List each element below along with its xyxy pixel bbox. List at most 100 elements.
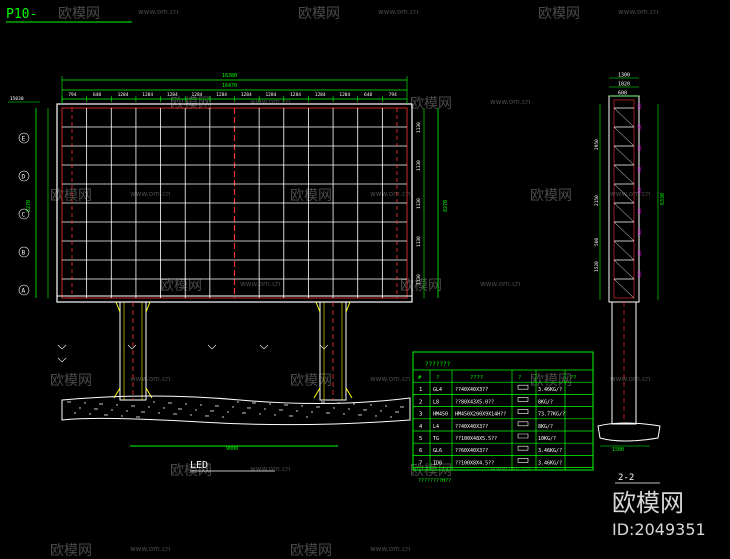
table-cell-profile-icon (517, 445, 529, 451)
hatch-dot (131, 405, 133, 407)
section-inner-frame (613, 99, 635, 299)
hatch-dot (106, 414, 108, 416)
module-width-label: 1284 (315, 92, 326, 98)
hatch-dot (333, 407, 335, 409)
table-cell-no: 3 (419, 412, 422, 418)
hatch-dot (264, 408, 266, 410)
row-letter: A (22, 288, 26, 295)
section-diagonal-member (613, 278, 635, 299)
id-watermark: ID:2049351 (612, 520, 706, 539)
section-member-tag: (4) (637, 250, 642, 257)
left-height-label: 8270 (26, 200, 32, 212)
hatch-dot (173, 413, 175, 415)
module-width-label: 1284 (290, 92, 301, 98)
module-width-label: 1284 (265, 92, 276, 98)
hatch-dot (321, 401, 323, 403)
hatch-dot (311, 411, 313, 413)
section-left-dim-label: 2950 (594, 139, 600, 150)
module-width-label: 1284 (167, 92, 178, 98)
table-cell-code: GL6 (433, 448, 442, 454)
hatch-dot (284, 404, 286, 406)
hatch-dot (94, 408, 96, 410)
section-footing (597, 422, 661, 442)
hatch-dot (370, 404, 372, 406)
hatch-dot (326, 412, 328, 414)
watermark-brand: 欧模网 (410, 463, 452, 479)
hatch-dot (170, 402, 172, 404)
watermark-url: www.om.cn (250, 465, 290, 473)
table-cell-spec: ??100X48X5.5?? (455, 436, 497, 442)
table-cell-code: L8 (433, 399, 439, 405)
hatch-dot (116, 404, 118, 406)
section-member-tag: (4) (637, 124, 642, 131)
table-cell-weight: 8KG/? (538, 399, 553, 405)
hatch-dot (296, 410, 298, 412)
hatch-dot (247, 407, 249, 409)
watermark-brand: 欧模网 (530, 373, 572, 389)
column-top-bracket (115, 301, 151, 313)
hatch-dot (217, 405, 219, 407)
hatch-dot (252, 402, 254, 404)
table-header-cell: ? (436, 375, 439, 381)
row-bubble (18, 132, 30, 144)
hatch-dot (318, 406, 320, 408)
table-cell-spec: ??100X8X4.5?? (455, 460, 494, 466)
main-caption: LED (190, 460, 208, 471)
side-section: (4)(4)(4)(4)(4)(4)(4)(4)(4) 130010206002… (594, 73, 666, 484)
right-height-label: 8270 (443, 200, 449, 212)
hatch-dot (89, 413, 91, 415)
section-left-dim-label: 1520 (594, 261, 600, 272)
table-cell-spec: ??40X40X3?? (455, 387, 488, 393)
hatch-dot (168, 402, 170, 404)
hatch-dot (259, 413, 261, 415)
table-cell-code: TG (433, 436, 439, 442)
hatch-dot (232, 406, 234, 408)
table-cell-no: 1 (419, 387, 422, 393)
section-right-total: 6330 (660, 193, 666, 205)
section-diagonal-member (613, 259, 635, 280)
hatch-dot (380, 410, 382, 412)
hatch-dot (249, 407, 251, 409)
row-bubble (18, 284, 30, 296)
watermark-brand: 欧模网 (50, 543, 92, 559)
table-cell-profile-icon (517, 397, 529, 402)
table-cell-profile-icon (517, 433, 529, 439)
hatch-dot (185, 403, 187, 405)
table-cell-spec: ??40X40X3?? (455, 424, 488, 430)
brand-watermark: 欧模网 (612, 489, 684, 517)
ground-hatch (67, 401, 404, 418)
table-header-cell: # (418, 375, 422, 381)
hatch-dot (99, 403, 101, 405)
section-member-tag: (4) (637, 229, 642, 236)
elevation-marker (207, 344, 217, 350)
hatch-dot (148, 406, 150, 408)
watermark-url: www.om.cn (370, 375, 410, 383)
table-border (412, 351, 594, 471)
section-diagonal-member (613, 221, 635, 242)
elevation-marker (259, 344, 269, 350)
table-cell-weight: 73.77KG/? (538, 412, 565, 418)
section-member-tag: (4) (637, 166, 642, 173)
billboard-base-strip (56, 295, 413, 303)
watermark-url: www.om.cn (610, 375, 650, 383)
table-cell-no: 4 (419, 424, 423, 430)
table-cell-profile-icon (517, 409, 529, 414)
hatch-dot (190, 414, 192, 416)
hatch-dot (402, 406, 404, 408)
table-cell-spec: ??80X43X5.0?? (455, 399, 494, 405)
hatch-dot (163, 407, 165, 409)
row-letter: C (22, 212, 26, 219)
right-segment-label: 1130 (416, 236, 422, 247)
hatch-dot (360, 414, 362, 416)
section-member-tag: (4) (637, 187, 642, 194)
overall-width-label: 16380 (222, 73, 237, 79)
watermark-brand: 欧模网 (410, 96, 452, 112)
base-dimension-label: 9000 (226, 446, 238, 452)
section-detail: (4)(4)(4)(4)(4)(4)(4)(4)(4) (611, 99, 642, 425)
right-segment-label: 1130 (416, 122, 422, 133)
hatch-dot (242, 412, 244, 414)
table-cell-profile-icon (517, 384, 529, 390)
watermark-url: www.om.cn (138, 8, 178, 16)
hatch-dot (69, 401, 71, 403)
